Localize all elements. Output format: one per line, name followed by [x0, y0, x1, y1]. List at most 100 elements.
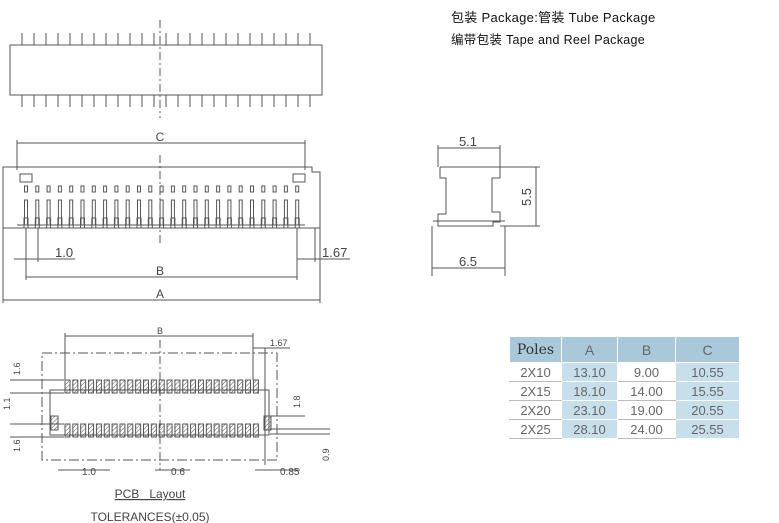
pad — [135, 423, 142, 438]
pin — [193, 199, 198, 226]
pin-foot — [46, 217, 52, 229]
dim-base-label: 6.5 — [459, 254, 477, 269]
pin-window — [227, 185, 232, 193]
pin-foot — [215, 217, 221, 229]
pin — [24, 199, 28, 226]
dim-a-label: A — [156, 287, 164, 301]
pin — [125, 199, 130, 226]
pin-foot — [294, 217, 300, 229]
pad — [166, 379, 173, 394]
cell-poles: 2X15 — [509, 381, 562, 401]
pin-foot — [159, 217, 165, 229]
pad — [103, 423, 110, 438]
pin-foot — [68, 217, 74, 229]
top-view — [9, 20, 323, 118]
pin-window — [103, 185, 108, 193]
header-poles: Poles — [509, 336, 562, 363]
pin — [80, 199, 85, 226]
pad — [252, 423, 259, 438]
pin — [295, 199, 300, 226]
pin — [91, 199, 96, 226]
pad — [150, 379, 157, 394]
pin-window — [24, 185, 28, 193]
pin-window — [193, 185, 198, 193]
pin-window — [250, 185, 254, 193]
pad — [119, 423, 126, 438]
pin-foot — [249, 217, 255, 229]
pad — [229, 379, 236, 394]
pin — [137, 199, 141, 226]
header-b: B — [617, 336, 676, 363]
pcb-dim-row-top-label: 1.6 — [12, 362, 22, 375]
pad — [174, 423, 181, 438]
pin-foot — [80, 217, 85, 229]
cell-a: 13.10 — [561, 362, 618, 382]
cell-poles: 2X20 — [509, 400, 562, 420]
pad — [237, 379, 244, 394]
pad — [158, 379, 165, 394]
pad — [143, 423, 149, 438]
pcb-dim-pitch-label: 1.0 — [82, 467, 96, 478]
pin-foot — [23, 217, 29, 229]
pin-window — [238, 185, 243, 193]
side-view: 5.1 5.5 6.5 — [431, 134, 540, 276]
front-view: C 1.0 1.67 B A — [2, 130, 350, 303]
pin — [250, 199, 254, 226]
pin — [227, 199, 232, 226]
pin — [46, 199, 51, 226]
pcb-dim-offset-label: 1.67 — [270, 338, 288, 348]
dim-b-label: B — [156, 264, 164, 278]
pad — [111, 379, 118, 394]
dim-offset-label: 1.67 — [322, 245, 347, 260]
cell-c: 25.55 — [675, 419, 740, 439]
tolerance-note: TOLERANCES(±0.05) — [90, 510, 209, 523]
dim-width-label: 5.1 — [459, 134, 477, 149]
pin-window — [125, 185, 130, 193]
pin — [261, 199, 266, 226]
cell-c: 20.55 — [675, 400, 740, 420]
pad — [213, 423, 220, 438]
pin-window — [35, 185, 40, 193]
pin — [57, 199, 62, 226]
pin — [159, 199, 164, 226]
pad — [111, 423, 118, 438]
pin — [103, 199, 108, 226]
cell-b: 9.00 — [617, 362, 676, 382]
pin-foot — [193, 217, 198, 229]
pin-foot — [147, 217, 153, 229]
pin-window — [69, 185, 74, 193]
pad — [221, 379, 228, 394]
pad — [213, 379, 220, 394]
pad — [237, 423, 244, 438]
pad — [95, 379, 102, 394]
pad — [190, 379, 197, 394]
pcb-dim-pad-label: 0.6 — [171, 467, 185, 478]
pin-window — [283, 185, 288, 193]
pin-window — [261, 185, 266, 193]
pin-foot — [283, 217, 289, 229]
pin — [69, 199, 74, 226]
pad — [197, 423, 204, 438]
pad — [135, 379, 142, 394]
pad — [205, 379, 212, 394]
pin-foot — [136, 217, 142, 229]
pin-window — [57, 185, 62, 193]
pcb-layout: B 1.67 1.6 1.1 1.6 1.8 0.9 1.0 0.6 0.85 … — [2, 326, 331, 523]
pin-window — [91, 185, 96, 193]
pad — [64, 379, 71, 394]
pad — [229, 423, 236, 438]
pad — [103, 379, 110, 394]
pad — [245, 379, 252, 394]
pin — [204, 199, 209, 226]
pcb-layout-title: PCB Layout — [115, 487, 186, 501]
pad — [158, 423, 165, 438]
pin-foot — [91, 217, 97, 229]
cell-poles: 2X25 — [509, 419, 562, 439]
pad — [80, 379, 87, 394]
